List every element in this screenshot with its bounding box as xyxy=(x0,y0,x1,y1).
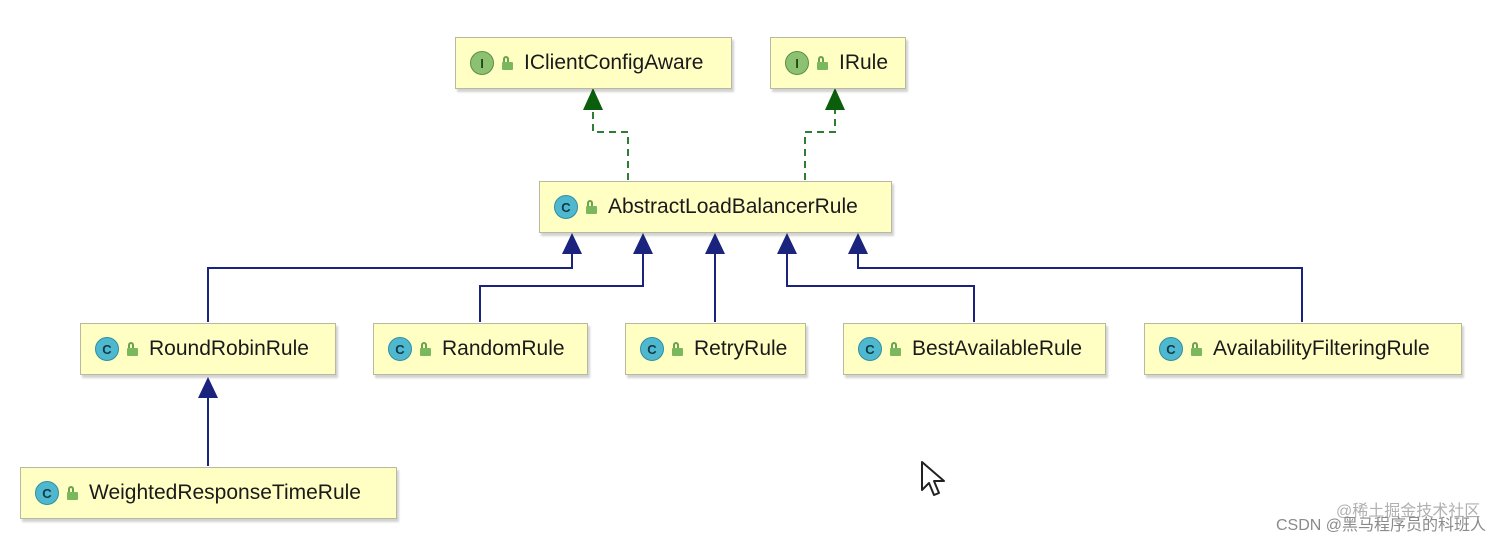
lock-icon xyxy=(1191,342,1203,356)
interface-icon: I xyxy=(785,51,809,75)
node-irule[interactable]: I IRule xyxy=(770,37,906,89)
class-icon: C xyxy=(388,337,412,361)
node-label: IClientConfigAware xyxy=(524,51,704,74)
node-label: AvailabilityFilteringRule xyxy=(1213,337,1430,360)
node-roundrobinrule[interactable]: C RoundRobinRule xyxy=(80,323,336,375)
arrowhead-abstract-2 xyxy=(633,233,653,254)
arrowhead-abstract-1 xyxy=(562,233,582,254)
lock-icon xyxy=(890,342,902,356)
extends-edges xyxy=(207,254,1303,466)
edge-abstractloadbalancerrule-iclientconfigaware xyxy=(592,110,629,180)
lock-icon xyxy=(420,342,432,356)
extends-arrowheads xyxy=(198,233,868,398)
arrowhead-roundrobinrule xyxy=(198,377,218,398)
class-icon: C xyxy=(858,337,882,361)
arrowhead-abstract-4 xyxy=(777,233,797,254)
arrowhead-abstract-5 xyxy=(848,233,868,254)
lock-icon xyxy=(586,200,598,214)
lock-icon xyxy=(817,56,829,70)
node-label: WeightedResponseTimeRule xyxy=(89,481,361,504)
edge-roundrobinrule-abstractloadbalancerrule xyxy=(207,254,573,322)
node-availabilityfilteringrule[interactable]: C AvailabilityFilteringRule xyxy=(1144,323,1462,375)
node-label: RandomRule xyxy=(442,337,565,360)
node-randomrule[interactable]: C RandomRule xyxy=(373,323,588,375)
node-iclientconfigaware[interactable]: I IClientConfigAware xyxy=(455,37,732,89)
edge-availabilityfilteringrule-abstractloadbalancerrule xyxy=(857,254,1303,322)
node-retryrule[interactable]: C RetryRule xyxy=(625,323,806,375)
node-abstractloadbalancerrule[interactable]: C AbstractLoadBalancerRule xyxy=(539,181,892,233)
node-label: RoundRobinRule xyxy=(149,337,309,360)
watermark-csdn: CSDN @黑马程序员的科班人 xyxy=(1276,517,1487,534)
class-icon: C xyxy=(640,337,664,361)
class-icon: C xyxy=(35,481,59,505)
mouse-pointer-icon xyxy=(921,461,945,496)
lock-icon xyxy=(127,342,139,356)
arrowhead-iclientconfigaware xyxy=(583,88,603,110)
node-label: IRule xyxy=(839,51,889,74)
node-weightedresponsetimerule[interactable]: C WeightedResponseTimeRule xyxy=(20,467,397,519)
edge-bestavailablerule-abstractloadbalancerrule xyxy=(786,254,975,322)
watermark-juejin: @稀土掘金技术社区 xyxy=(1336,503,1481,520)
edge-randomrule-abstractloadbalancerrule xyxy=(479,254,644,322)
class-icon: C xyxy=(95,337,119,361)
edge-abstractloadbalancerrule-irule xyxy=(804,110,836,180)
node-label: BestAvailableRule xyxy=(912,337,1083,360)
interface-icon: I xyxy=(470,51,494,75)
arrowhead-irule xyxy=(825,88,845,110)
class-icon: C xyxy=(1159,337,1183,361)
class-icon: C xyxy=(554,195,578,219)
node-bestavailablerule[interactable]: C BestAvailableRule xyxy=(843,323,1106,375)
implements-arrowheads xyxy=(583,88,845,110)
implements-edges xyxy=(592,110,836,180)
arrowhead-abstract-3 xyxy=(705,233,725,254)
lock-icon xyxy=(502,56,514,70)
lock-icon xyxy=(67,486,79,500)
lock-icon xyxy=(672,342,684,356)
node-label: AbstractLoadBalancerRule xyxy=(608,195,858,218)
node-label: RetryRule xyxy=(694,337,788,360)
